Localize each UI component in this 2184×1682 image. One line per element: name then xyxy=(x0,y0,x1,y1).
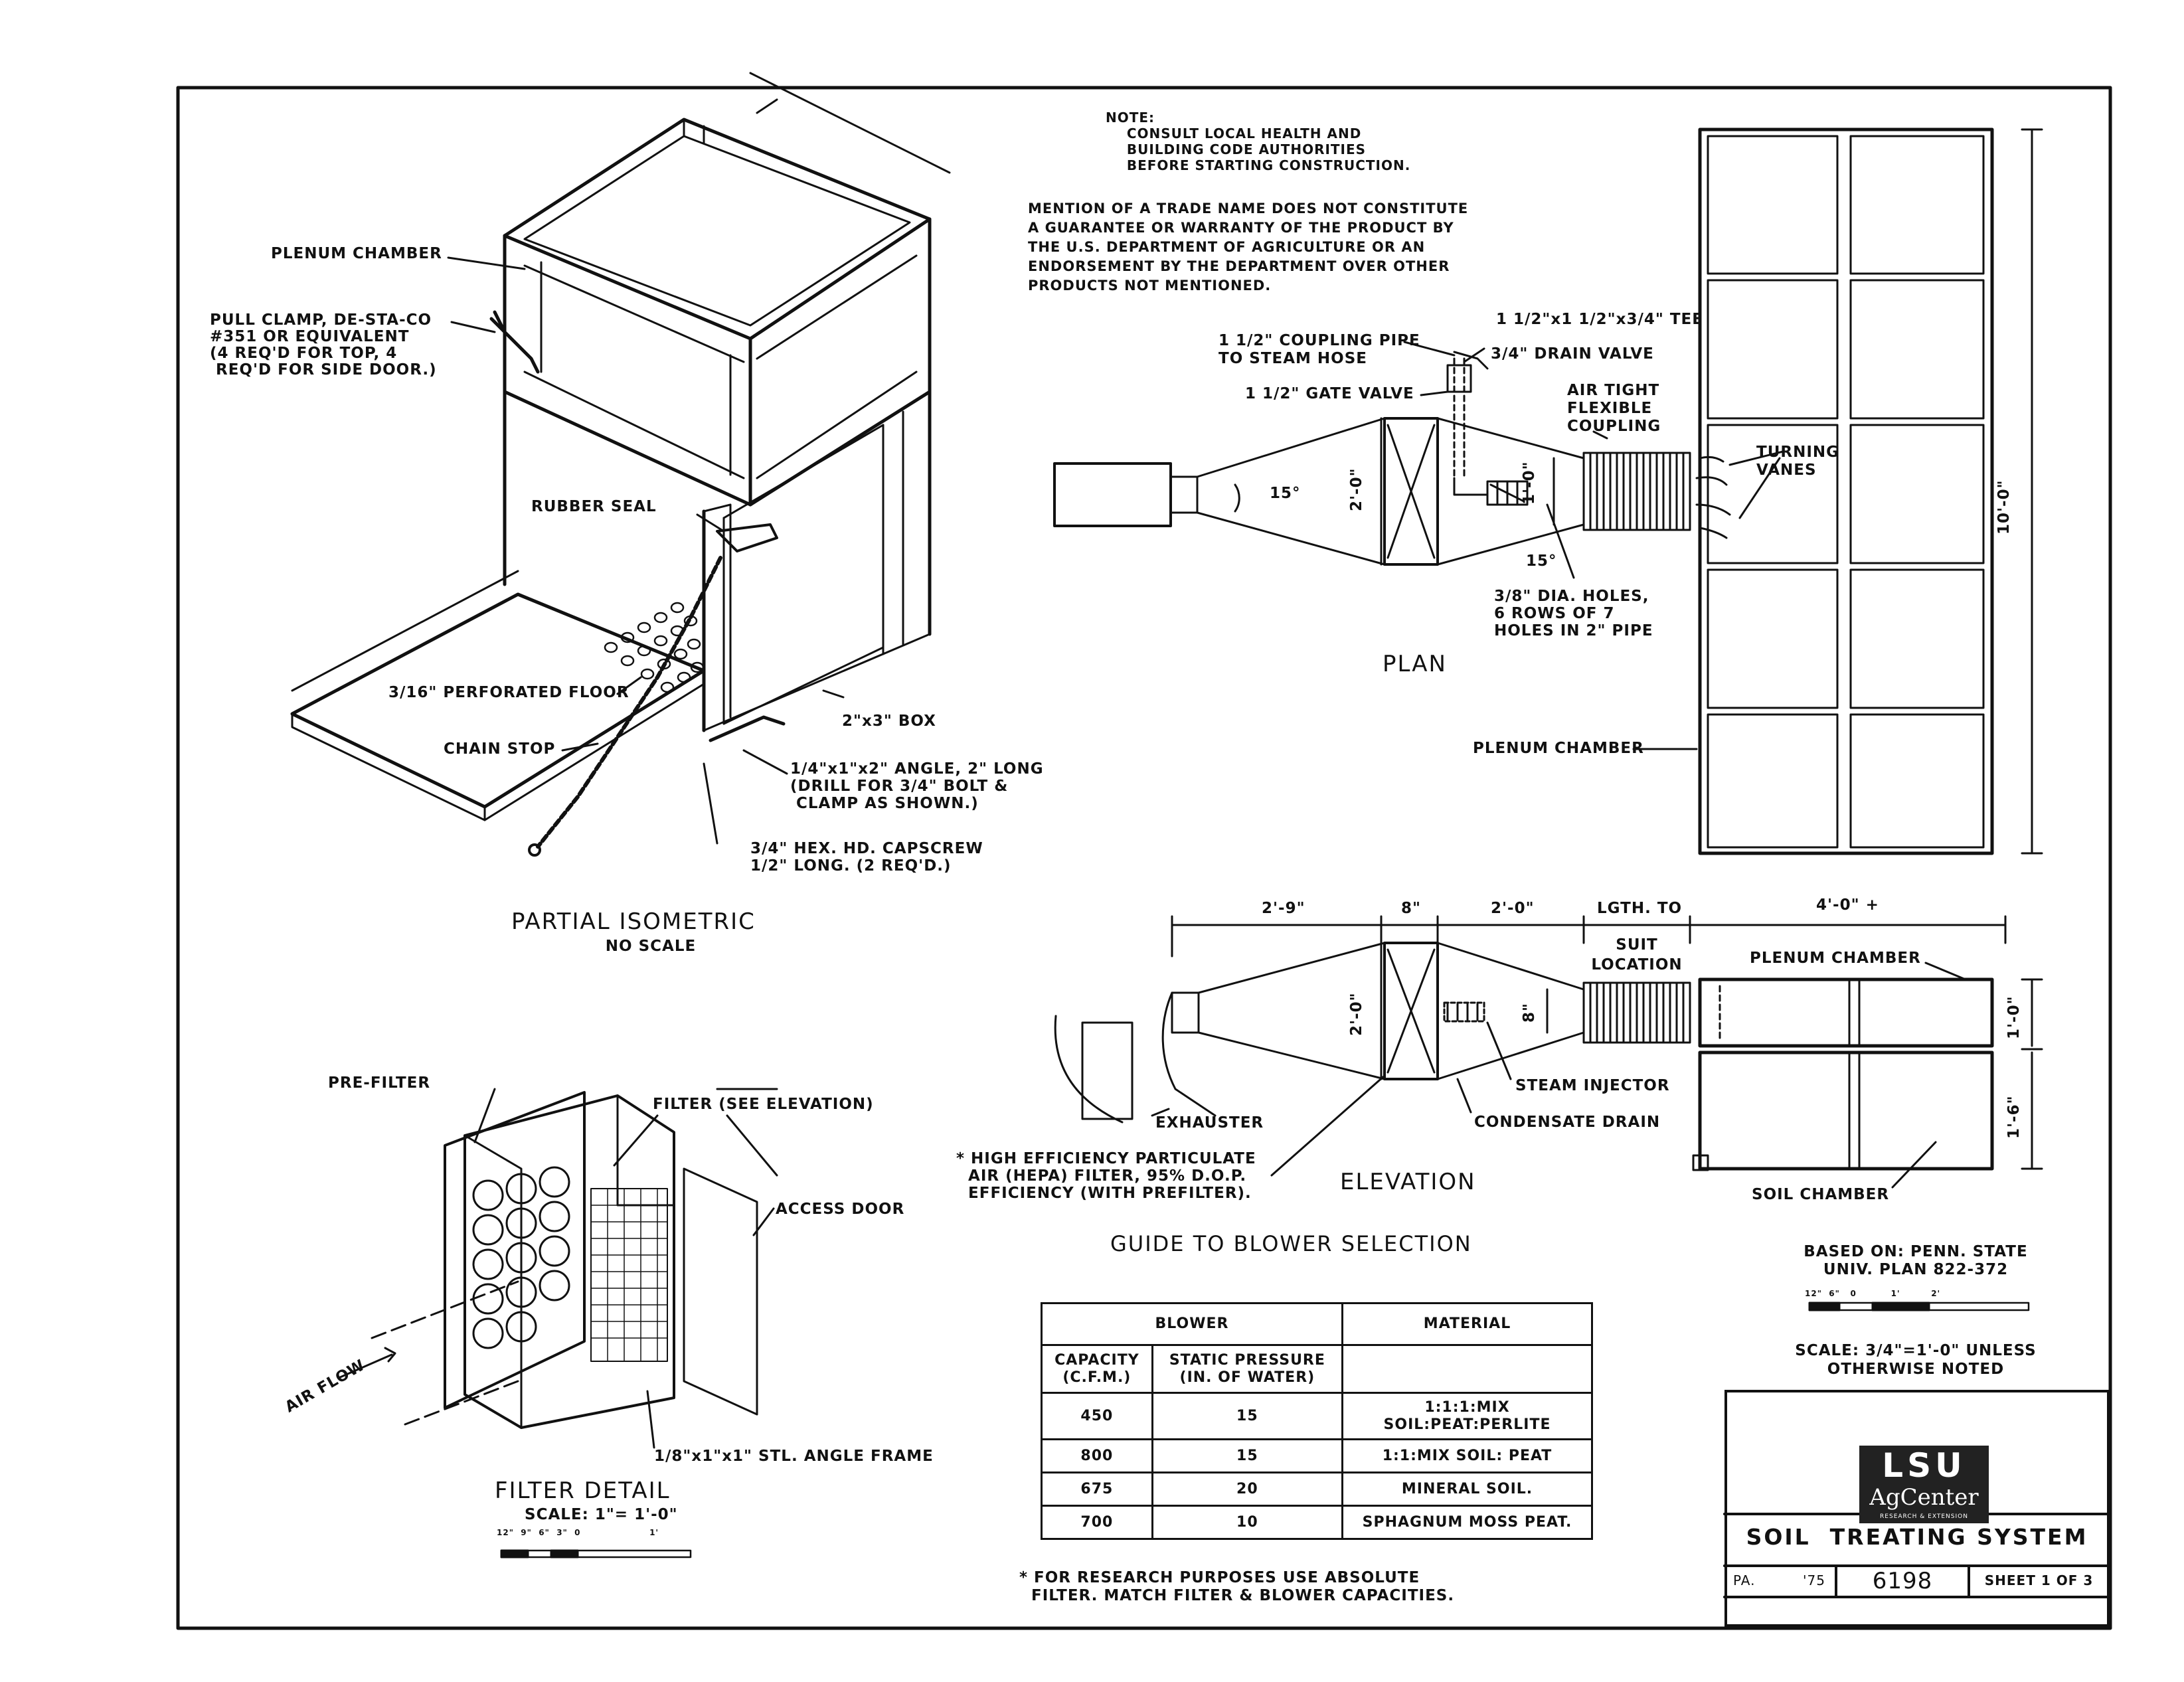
blower-table: BLOWER MATERIAL CAPACITY (C.F.M.) STATIC… xyxy=(1040,1302,1593,1540)
drawing-title: SOIL TREATING SYSTEM xyxy=(1746,1524,2088,1550)
cell-material: SPHAGNUM MOSS PEAT. xyxy=(1341,1505,1593,1540)
title-state: PA. xyxy=(1733,1572,1756,1588)
label-suit-location: SUIT LOCATION xyxy=(1591,936,1683,973)
logo-text-mid: AgCenter xyxy=(1869,1484,1979,1511)
label-plenum-chamber-elev: PLENUM CHAMBER xyxy=(1750,950,1921,967)
cell-capacity: 450 xyxy=(1041,1392,1153,1440)
isometric-title: PARTIAL ISOMETRIC xyxy=(511,908,756,935)
dim-plan-1-0: 1'-0" xyxy=(1521,461,1538,505)
dim-plan-2-0: 2'-0" xyxy=(1348,467,1365,511)
cell-material: 1:1:1:MIX SOIL:PEAT:PERLITE xyxy=(1341,1392,1593,1440)
dim-elev-2-9: 2'-9" xyxy=(1262,900,1305,917)
label-angle-frame: 1/8"x1"x1" STL. ANGLE FRAME xyxy=(654,1448,934,1465)
title-block xyxy=(1724,1390,2110,1627)
label-flex-coupling: AIR TIGHT FLEXIBLE COUPLING xyxy=(1567,382,1661,435)
label-pre-filter: PRE-FILTER xyxy=(328,1074,431,1092)
dim-elev-side-8: 8" xyxy=(1521,1003,1538,1023)
label-steam-injector: STEAM INJECTOR xyxy=(1515,1077,1670,1094)
label-hepa-filter: * HIGH EFFICIENCY PARTICULATE AIR (HEPA)… xyxy=(956,1150,1256,1202)
perforation-holes xyxy=(604,602,705,693)
cell-material: MINERAL SOIL. xyxy=(1341,1472,1593,1507)
title-year: '75 xyxy=(1803,1572,1825,1588)
blower-group-header: BLOWER xyxy=(1040,1302,1344,1346)
angle-plan-15a: 15° xyxy=(1270,485,1301,502)
plan-view xyxy=(1053,127,2043,855)
cell-material: 1:1:MIX SOIL: PEAT xyxy=(1341,1438,1593,1473)
dim-elev-side-1-0: 1'-0" xyxy=(2005,995,2023,1039)
based-on-note: BASED ON: PENN. STATE UNIV. PLAN 822-372 xyxy=(1804,1243,2028,1278)
cell-capacity: 675 xyxy=(1041,1472,1153,1507)
blower-table-heading: GUIDE TO BLOWER SELECTION xyxy=(1110,1231,1472,1256)
construction-note: NOTE: CONSULT LOCAL HEALTH AND BUILDING … xyxy=(1106,110,1411,173)
cell-static: 15 xyxy=(1151,1392,1344,1440)
label-coupling-pipe: 1 1/2" COUPLING PIPE TO STEAM HOSE xyxy=(1218,332,1420,367)
capacity-header: CAPACITY (C.F.M.) xyxy=(1041,1344,1153,1394)
cell-static: 15 xyxy=(1151,1438,1344,1473)
label-gate-valve: 1 1/2" GATE VALVE xyxy=(1245,385,1414,402)
label-holes: 3/8" DIA. HOLES, 6 ROWS OF 7 HOLES IN 2"… xyxy=(1494,588,1653,639)
filter-scale-ticks: 12" 9" 6" 3" 0 1' xyxy=(497,1528,659,1537)
sheet-scale-note: SCALE: 3/4"=1'-0" UNLESS OTHERWISE NOTED xyxy=(1795,1342,2037,1378)
label-box: 2"x3" BOX xyxy=(842,713,936,730)
sheet-border xyxy=(176,86,2112,1630)
label-pull-clamp: PULL CLAMP, DE-STA-CO #351 OR EQUIVALENT… xyxy=(210,311,437,378)
cell-capacity: 700 xyxy=(1041,1505,1153,1540)
angle-plan-15b: 15° xyxy=(1526,552,1557,570)
label-turning-vanes: TURNING VANES xyxy=(1756,444,1840,479)
label-lgth-to: LGTH. TO xyxy=(1597,900,1683,917)
table-row: 800 15 1:1:MIX SOIL: PEAT xyxy=(1041,1438,1593,1473)
flex-coupling-plan xyxy=(1582,452,1691,531)
label-access-door: ACCESS DOOR xyxy=(776,1201,905,1218)
blower-footnote: * FOR RESEARCH PURPOSES USE ABSOLUTE FIL… xyxy=(1019,1569,1455,1604)
label-filter: FILTER (SEE ELEVATION) xyxy=(653,1096,874,1113)
cell-static: 10 xyxy=(1151,1505,1344,1540)
chain xyxy=(536,556,722,849)
label-exhauster: EXHAUSTER xyxy=(1155,1114,1264,1132)
elevation-title: ELEVATION xyxy=(1340,1169,1476,1195)
filter-detail-scale: SCALE: 1"= 1'-0" xyxy=(525,1506,678,1523)
flex-coupling-elevation xyxy=(1582,981,1691,1044)
logo-text-top: LSU xyxy=(1882,1446,1966,1485)
table-row: 450 15 1:1:1:MIX SOIL:PEAT:PERLITE xyxy=(1041,1392,1593,1440)
label-plenum-chamber-plan: PLENUM CHAMBER xyxy=(1473,740,1644,757)
cell-static: 20 xyxy=(1151,1472,1344,1507)
elevation-view xyxy=(1054,915,2043,1189)
label-capscrew: 3/4" HEX. HD. CAPSCREW 1/2" LONG. (2 REQ… xyxy=(750,840,983,875)
static-pressure-header: STATIC PRESSURE (IN. OF WATER) xyxy=(1151,1344,1344,1394)
filter-detail-title: FILTER DETAIL xyxy=(495,1477,671,1504)
label-soil-chamber: SOIL CHAMBER xyxy=(1752,1186,1890,1203)
label-rubber-seal: RUBBER SEAL xyxy=(531,498,657,515)
label-perforated-floor: 3/16" PERFORATED FLOOR xyxy=(388,684,630,701)
cell-capacity: 800 xyxy=(1041,1438,1153,1473)
dim-elev-side-1-6: 1'-6" xyxy=(2005,1095,2023,1139)
label-chain-stop: CHAIN STOP xyxy=(444,740,556,758)
label-tee: 1 1/2"x1 1/2"x3/4" TEE xyxy=(1496,311,1703,328)
sheet-scale-bar xyxy=(1808,1302,2030,1311)
label-plenum-chamber-iso: PLENUM CHAMBER xyxy=(271,245,442,262)
dim-elev-2-0: 2'-0" xyxy=(1491,900,1535,917)
plan-title: PLAN xyxy=(1383,651,1447,677)
dim-elev-4-0: 4'-0" + xyxy=(1816,896,1879,914)
dim-plan-10-0: 10'-0" xyxy=(1995,479,2013,535)
isometric-subtitle: NO SCALE xyxy=(605,938,697,955)
filter-detail-view xyxy=(337,1088,778,1558)
table-row: 675 20 MINERAL SOIL. xyxy=(1041,1472,1593,1507)
dim-elev-side-2-0: 2'-0" xyxy=(1348,992,1365,1036)
material-header-blank xyxy=(1341,1344,1593,1394)
plan-number: 6198 xyxy=(1872,1568,1933,1594)
logo-text-bottom: RESEARCH & EXTENSION xyxy=(1880,1513,1968,1520)
isometric-view xyxy=(290,72,951,857)
trade-name-disclaimer: MENTION OF A TRADE NAME DOES NOT CONSTIT… xyxy=(1028,201,1469,294)
label-condensate-drain: CONDENSATE DRAIN xyxy=(1474,1114,1661,1131)
sheet-scale-ticks: 12" 6" 0 1' 2' xyxy=(1805,1289,1941,1298)
dim-elev-8: 8" xyxy=(1401,900,1421,917)
prefilter-circles xyxy=(472,1166,570,1349)
sheet-number: SHEET 1 OF 3 xyxy=(1984,1572,2094,1588)
label-angle: 1/4"x1"x2" ANGLE, 2" LONG (DRILL FOR 3/4… xyxy=(790,760,1044,812)
material-group-header: MATERIAL xyxy=(1341,1302,1593,1346)
label-drain-valve: 3/4" DRAIN VALVE xyxy=(1491,345,1654,363)
table-row: 700 10 SPHAGNUM MOSS PEAT. xyxy=(1041,1505,1593,1540)
lsu-agcenter-logo: LSU AgCenter RESEARCH & EXTENSION xyxy=(1859,1446,1989,1523)
